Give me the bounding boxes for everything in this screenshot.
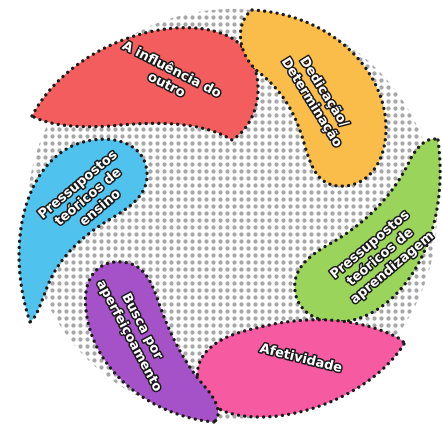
petal-influencia: A influência do outro (29, 26, 260, 142)
petal-ensino-shape (17, 137, 149, 325)
petal-dedicacao: Dedicação/ Determinação (238, 8, 388, 188)
petal-influencia-shape (29, 26, 260, 142)
petal-afetividade: Afetividade (195, 318, 406, 419)
petal-afetividade-shape (195, 318, 406, 419)
petal-aprendizagem-shape (293, 137, 442, 324)
petal-ensino: Pressupostos teóricos de ensino (17, 137, 149, 325)
petal-dedicacao-shape (238, 8, 388, 188)
petal-busca-shape (83, 260, 220, 424)
